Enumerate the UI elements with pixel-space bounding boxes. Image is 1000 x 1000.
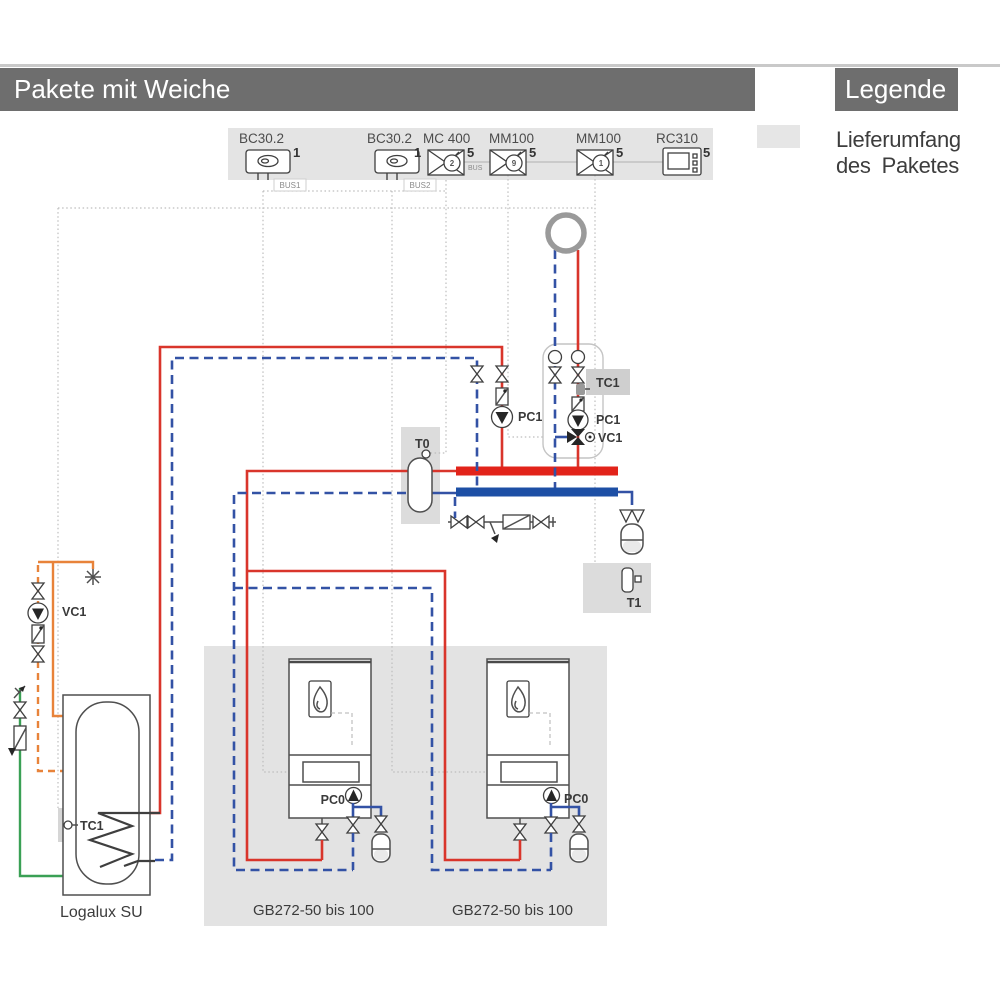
hydraulic-separator: [407, 449, 433, 513]
valve-icon: [30, 582, 46, 600]
vc1-heating-label: VC1: [598, 431, 622, 445]
thermometer-icon: [547, 349, 563, 365]
page-title: Pakete mit Weiche: [0, 68, 755, 111]
dhw-tank: [62, 694, 160, 896]
bus2-label: BUS2: [410, 181, 431, 190]
valve-icon: [450, 514, 468, 530]
valve-icon: [618, 509, 646, 524]
valve-icon: [547, 366, 563, 384]
module-label: BC30.2: [239, 131, 284, 146]
flow-arrow-icon: [13, 685, 26, 699]
valve-icon: [30, 645, 46, 663]
bus1-tag: [273, 178, 307, 192]
drain-icon: [8, 748, 16, 756]
tc1-sensor-icon: [576, 384, 590, 395]
legend-swatch: [757, 125, 800, 148]
module-qty: 1: [414, 145, 421, 160]
module-mc400: 2 MC 400 5: [423, 131, 474, 176]
module-qty: 5: [529, 145, 536, 160]
t1-sensor: [621, 567, 642, 593]
valve-icon: [570, 366, 586, 384]
module-label: BC30.2: [367, 131, 412, 146]
module-qty: 5: [703, 145, 710, 160]
module-rc310: RC310 5: [656, 131, 710, 176]
valve-icon: [373, 815, 389, 833]
heating-circuit-symbol: [545, 212, 587, 254]
legend-caption: Lieferumfang des Paketes: [836, 127, 961, 179]
mm100-dial-icon: [592, 154, 610, 172]
mm100-dial-icon: [505, 154, 523, 172]
legend-caption-line2: des Paketes: [836, 153, 959, 178]
module-bc30-2: BC30.2 1: [367, 131, 421, 174]
check-valve-icon: [31, 624, 45, 644]
module-band-highlight: [228, 128, 713, 180]
t1-sensor-icon: [621, 567, 634, 593]
cold-water-valve-group: [8, 701, 28, 756]
valve-icon: [469, 365, 485, 383]
valve-icon: [12, 701, 28, 719]
pc1-loading-label: PC1: [518, 410, 542, 424]
flame-icon: [312, 685, 328, 713]
pc0-label-2: PC0: [564, 792, 588, 806]
valve-icon: [494, 365, 510, 383]
fill-assembly: [448, 514, 556, 543]
module-mm100-2: 1 MM100 5: [576, 131, 623, 176]
expansion-vessel-main: [618, 509, 646, 555]
valve-icon: [532, 514, 550, 530]
boiler-name-1: GB272-50 bis 100: [253, 902, 374, 919]
t1-highlight: [583, 563, 651, 613]
legend-title: Legende: [835, 68, 958, 111]
legend-caption-line1: Lieferumfang: [836, 127, 961, 152]
module-label: MM100: [576, 131, 621, 146]
check-valve-icon: [495, 387, 509, 406]
tc1-sensor-icon: [63, 820, 73, 830]
boiler-unit: [288, 658, 391, 870]
tc1-heating-label: TC1: [596, 376, 620, 390]
tap-icon: [85, 569, 101, 585]
mm100-dial-value: 9: [512, 159, 517, 168]
pc1-heating-label: PC1: [596, 413, 620, 427]
mixed-circuit-symbols: [547, 349, 596, 445]
bus1-label: BUS1: [280, 181, 301, 190]
t1-label: T1: [627, 596, 642, 610]
module-qty: 5: [616, 145, 623, 160]
check-valve-icon: [571, 396, 585, 412]
mc400-dial-value: 2: [450, 159, 455, 168]
module-label: MC 400: [423, 131, 470, 146]
tc1-heating-highlight: [586, 369, 630, 395]
module-mm100-1: 9 MM100 5: [489, 131, 536, 176]
check-valve-icon: [13, 725, 27, 751]
valve-icon: [467, 514, 485, 530]
module-bc30-1: BC30.2 1: [239, 131, 300, 174]
circulation-pump-group: [27, 582, 49, 663]
loading-circuit-symbols: [469, 365, 514, 429]
diagram-labels: T0 T1 PC1 PC1 VC1 TC1 TC1 VC1 PC0 PC0 Lo…: [60, 376, 641, 921]
mc400-dial-icon: [443, 154, 461, 172]
module-label: RC310: [656, 131, 698, 146]
mm100-dial-value: 1: [599, 159, 604, 168]
module-qty: 1: [293, 145, 300, 160]
vc1-mixing-valve-icon: [567, 429, 596, 445]
bus2-tag: [403, 178, 437, 192]
rc310-screen-icon: [667, 152, 690, 170]
tc1-tank-label: TC1: [80, 819, 104, 833]
bus-label: BUS: [468, 165, 483, 172]
module-row: BC30.2 1 BC30.2 1 2 MC 400 5: [239, 131, 710, 176]
tank-name: Logalux SU: [60, 904, 143, 921]
boiler-name-2: GB272-50 bis 100: [452, 902, 573, 919]
t0-label: T0: [415, 437, 430, 451]
pc0-label-1: PC0: [321, 793, 345, 807]
bus-labels: BUS1 BUS2 BUS: [273, 165, 483, 192]
vc1-circulation-label: VC1: [62, 605, 86, 619]
module-qty: 5: [467, 145, 474, 160]
t0-sensor-icon: [421, 449, 431, 459]
thermometer-icon: [570, 349, 586, 365]
drain-icon: [491, 534, 499, 543]
top-rule: [0, 64, 1000, 67]
module-label: MM100: [489, 131, 534, 146]
mixer-group-outline: [542, 343, 604, 459]
